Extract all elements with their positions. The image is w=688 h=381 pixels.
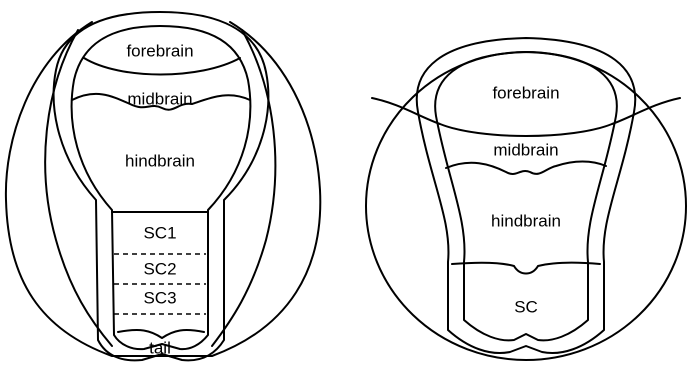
left-label-tail: tail: [149, 338, 171, 357]
left-fold-right: [211, 29, 277, 347]
right-tube-outer: [415, 37, 637, 354]
right-midbrain-boundary: [445, 160, 607, 175]
left-midbrain-boundary: [71, 92, 251, 111]
right-tube-inner: [434, 51, 618, 342]
right-forebrain-boundary: [371, 97, 681, 137]
right-label-hindbrain: hindbrain: [491, 211, 561, 230]
left-label-sc2: SC2: [143, 259, 176, 278]
left-tail-notch: [117, 329, 205, 339]
left-label-sc3: SC3: [143, 288, 176, 307]
right-embryo: forebrain midbrain hindbrain SC: [365, 37, 687, 361]
left-label-hindbrain: hindbrain: [125, 151, 195, 170]
left-tube-outer: [52, 11, 270, 362]
left-label-forebrain: forebrain: [126, 41, 193, 60]
left-tube-inner: [70, 25, 252, 351]
right-label-sc: SC: [514, 297, 538, 316]
left-forebrain-boundary: [83, 57, 241, 76]
right-hindbrain-boundary: [451, 261, 601, 275]
left-outer-egg: [4, 21, 322, 357]
right-label-forebrain: forebrain: [492, 83, 559, 102]
left-embryo: forebrain midbrain hindbrain SC1 SC2 SC3…: [4, 11, 322, 362]
left-label-sc1: SC1: [143, 223, 176, 242]
right-label-midbrain: midbrain: [493, 140, 558, 159]
left-label-midbrain: midbrain: [127, 89, 192, 108]
left-fold-left: [44, 29, 113, 347]
